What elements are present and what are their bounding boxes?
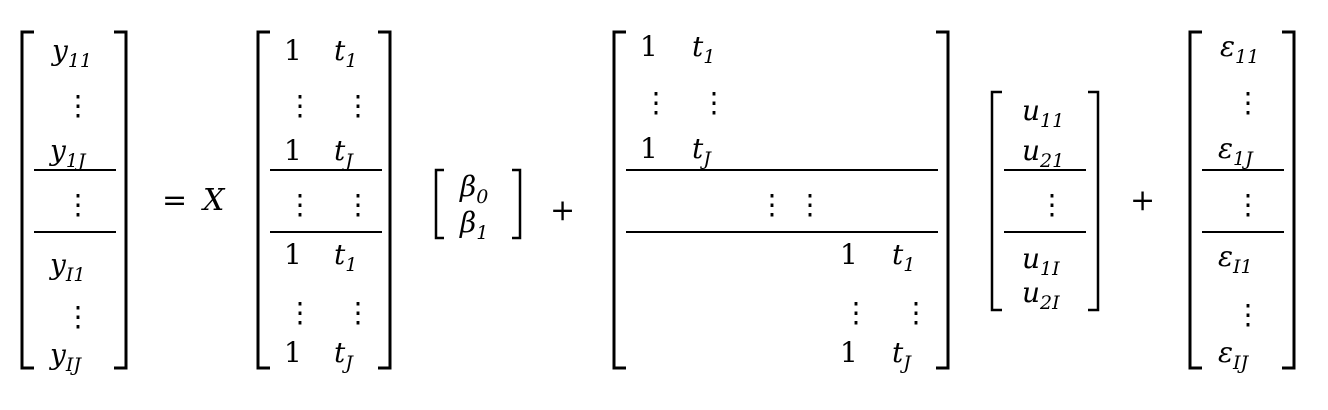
y-entry: yI1: [48, 248, 85, 286]
vertical-dots: ⋮: [286, 89, 314, 122]
vertical-dots: ⋮: [1038, 188, 1066, 221]
matrix-t: tJ: [334, 336, 354, 374]
epsilon-entry: εI1: [1218, 240, 1253, 278]
z-matrix: 1 t1 ⋮ ⋮ 1 tJ ⋮ ⋮ 1 t1 ⋮ ⋮ 1 tJ: [612, 30, 950, 374]
vertical-dots: ⋮: [64, 300, 92, 333]
matrix-t: t1: [892, 238, 915, 276]
u-entry: u21: [1022, 134, 1064, 172]
vertical-dots: ⋮: [64, 188, 92, 221]
right-bracket: [1088, 90, 1100, 312]
design-matrix: 1 t1 ⋮ ⋮ 1 tJ ⋮ ⋮ 1 t1 ⋮ ⋮ 1 tJ: [256, 30, 392, 374]
right-bracket: [114, 30, 128, 370]
matrix-t: t1: [692, 30, 715, 68]
vertical-dots: ⋮: [1234, 298, 1262, 331]
epsilon-entry: ε1J: [1218, 132, 1254, 170]
vertical-dots: ⋮: [286, 296, 314, 329]
right-bracket: [512, 168, 522, 240]
plus-sign: +: [550, 193, 575, 228]
matrix-one: 1: [284, 238, 302, 271]
u-vector: u11 u21 ⋮ u1I u2I: [990, 90, 1100, 314]
y-entry: y1J: [48, 134, 87, 172]
epsilon-vector: ε11 ⋮ ε1J ⋮ εI1 ⋮ εIJ: [1188, 30, 1296, 374]
beta-entry: β0: [459, 170, 488, 208]
vertical-dots: ⋮: [1234, 86, 1262, 119]
right-bracket: [1282, 30, 1296, 370]
vertical-dots: ⋮: [344, 89, 372, 122]
vertical-dots: ⋮: [344, 188, 372, 221]
matrix-t: t1: [334, 34, 357, 72]
left-bracket: [1188, 30, 1202, 370]
y-vector: y11 ⋮ y1J ⋮ yI1 ⋮ yIJ: [20, 30, 128, 376]
epsilon-entry: ε11: [1220, 30, 1259, 68]
u-entry: u2I: [1022, 276, 1060, 314]
beta-vector: β0 β1: [434, 168, 522, 244]
matrix-one: 1: [284, 34, 302, 67]
matrix-one: 1: [840, 238, 858, 271]
vertical-dots: ⋮: [286, 188, 314, 221]
u-entry: u11: [1022, 94, 1064, 132]
matrix-one: 1: [840, 336, 858, 369]
equals-sign: =: [162, 183, 187, 218]
matrix-t: t1: [334, 238, 357, 276]
matrix-one: 1: [284, 336, 302, 369]
left-bracket: [256, 30, 270, 370]
matrix-t: tJ: [334, 134, 354, 172]
vertical-dots: ⋮: [700, 86, 728, 119]
right-bracket: [936, 30, 950, 370]
left-bracket: [434, 168, 444, 240]
plus-sign: +: [1130, 183, 1155, 218]
epsilon-entry: εIJ: [1218, 336, 1250, 374]
vertical-dots: ⋮: [902, 296, 930, 329]
design-matrix-symbol: X: [201, 183, 226, 218]
vertical-dots: ⋮: [796, 188, 824, 221]
matrix-one: 1: [284, 134, 302, 167]
u-entry: u1I: [1022, 242, 1060, 280]
matrix-one: 1: [640, 132, 658, 165]
vertical-dots: ⋮: [758, 188, 786, 221]
vertical-dots: ⋮: [642, 86, 670, 119]
beta-entry: β1: [459, 206, 488, 244]
matrix-t: tJ: [692, 132, 712, 170]
y-entry: yIJ: [48, 338, 82, 376]
vertical-dots: ⋮: [64, 89, 92, 122]
right-bracket: [378, 30, 392, 370]
vertical-dots: ⋮: [344, 296, 372, 329]
y-entry: y11: [50, 34, 92, 72]
matrix-one: 1: [640, 30, 658, 63]
left-bracket: [20, 30, 34, 370]
matrix-t: tJ: [892, 336, 912, 374]
left-bracket: [612, 30, 626, 370]
vertical-dots: ⋮: [842, 296, 870, 329]
left-bracket: [990, 90, 1002, 312]
vertical-dots: ⋮: [1234, 188, 1262, 221]
